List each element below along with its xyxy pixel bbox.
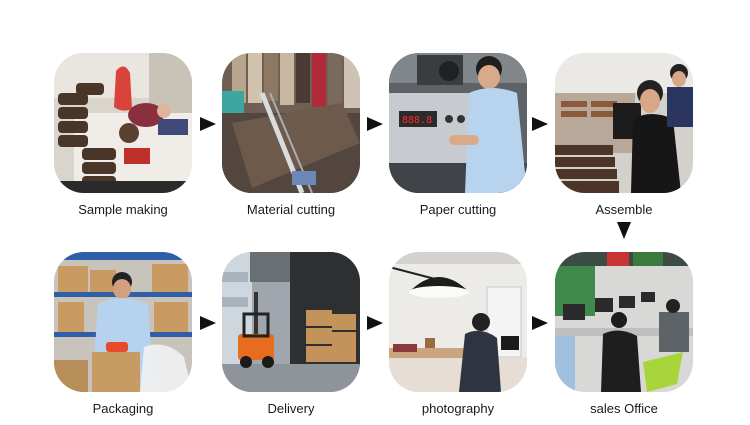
step-label: Assemble <box>535 202 713 217</box>
arrow-right-icon <box>200 117 216 131</box>
delivery-photo <box>222 252 360 392</box>
paper-cutting-photo: 888.8 <box>389 53 527 193</box>
arrow-right-icon <box>367 316 383 330</box>
sample-making-photo <box>54 53 192 193</box>
step-label: photography <box>369 401 547 416</box>
step-label: Sample making <box>34 202 212 217</box>
step-assemble: Assemble <box>555 53 693 193</box>
arrow-right-icon <box>532 117 548 131</box>
step-label: Paper cutting <box>369 202 547 217</box>
step-label: sales Office <box>535 401 713 416</box>
machine-display: 888.8 <box>402 115 432 126</box>
step-material-cutting: Material cutting <box>222 53 360 193</box>
step-sample-making: Sample making <box>54 53 192 193</box>
photography-photo <box>389 252 527 392</box>
step-label: Material cutting <box>202 202 380 217</box>
step-label: Packaging <box>34 401 212 416</box>
material-cutting-photo <box>222 53 360 193</box>
step-paper-cutting: 888.8 Paper cutting <box>389 53 527 193</box>
packaging-photo <box>54 252 192 392</box>
arrow-down-icon <box>617 222 631 239</box>
step-label: Delivery <box>202 401 380 416</box>
assemble-photo <box>555 53 693 193</box>
sales-office-photo <box>555 252 693 392</box>
step-sales-office: sales Office <box>555 252 693 392</box>
step-delivery: Delivery <box>222 252 360 392</box>
step-packaging: Packaging <box>54 252 192 392</box>
arrow-right-icon <box>532 316 548 330</box>
arrow-right-icon <box>200 316 216 330</box>
step-photography: photography <box>389 252 527 392</box>
arrow-right-icon <box>367 117 383 131</box>
